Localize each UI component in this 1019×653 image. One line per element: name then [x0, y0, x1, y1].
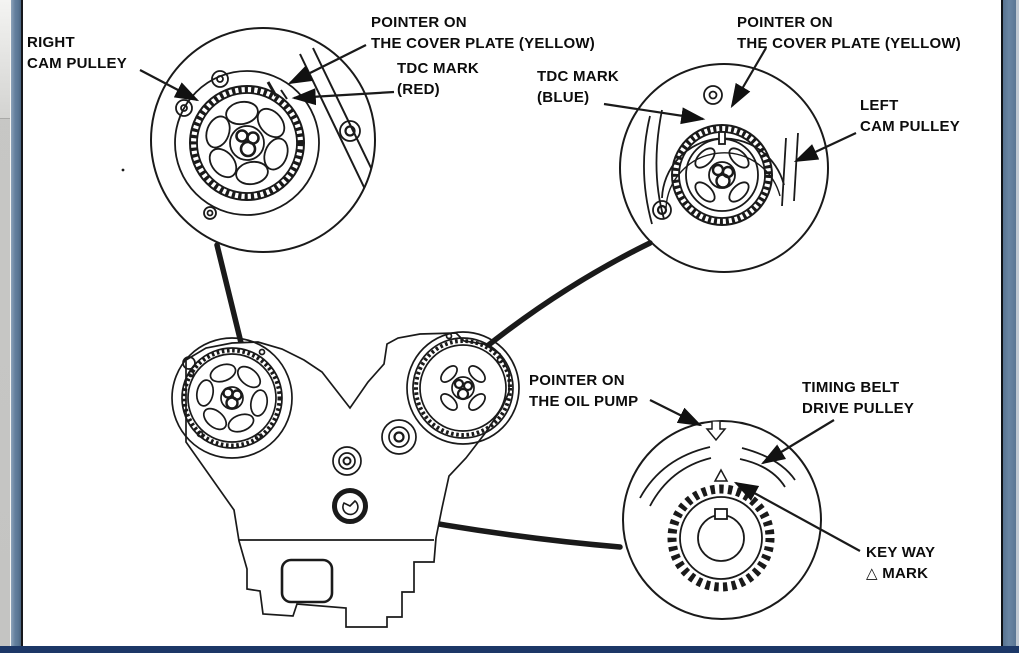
- scrollbar-thumb[interactable]: [0, 0, 10, 119]
- oil-pump-pointer-icon: [705, 421, 727, 442]
- leader-arrows: [139, 44, 861, 552]
- engine-left-cam-pulley: [406, 331, 520, 445]
- label-line: TIMING BELT: [802, 379, 900, 396]
- frame-edge-left: [21, 0, 23, 653]
- label-line: TDC MARK: [537, 68, 619, 85]
- label-tdc-mark-red: TDC MARK (RED): [397, 58, 479, 100]
- label-pointer-cover-plate-right: POINTER ON THE COVER PLATE (YELLOW): [737, 12, 961, 54]
- magnifier-left-cam-pulley: [619, 63, 829, 273]
- label-line: DRIVE PULLEY: [802, 400, 915, 417]
- label-pointer-oil-pump: POINTER ON THE OIL PUMP: [529, 370, 638, 412]
- idler-pulleys: [332, 419, 417, 476]
- label-line: (BLUE): [537, 89, 590, 106]
- label-key-way-mark: KEY WAY △ MARK: [866, 542, 935, 584]
- frame-light-edge: [1016, 0, 1019, 653]
- label-line: POINTER ON: [371, 14, 467, 31]
- cover-plate-pointer-left: [280, 89, 288, 100]
- engine-block: [121, 168, 520, 628]
- label-line: POINTER ON: [737, 14, 833, 31]
- sprocket-teeth: [667, 484, 775, 592]
- label-tdc-mark-blue: TDC MARK (BLUE): [537, 66, 619, 108]
- label-line: POINTER ON: [529, 372, 625, 389]
- label-line: TDC MARK: [397, 60, 479, 77]
- label-line: THE COVER PLATE (YELLOW): [371, 35, 596, 52]
- label-left-cam-pulley: LEFT CAM PULLEY: [860, 95, 960, 137]
- label-pointer-cover-plate-left: POINTER ON THE COVER PLATE (YELLOW): [371, 12, 595, 54]
- label-timing-belt-drive-pulley: TIMING BELT DRIVE PULLEY: [802, 377, 914, 419]
- magnifier-right-cam-pulley: [150, 27, 376, 253]
- frame-edge-right: [1001, 0, 1003, 653]
- keyway-notch: [714, 508, 728, 520]
- magnifier-drive-pulley: [622, 420, 822, 620]
- oil-pan-cylinder: [280, 558, 334, 604]
- tdc-mark-blue: [718, 131, 726, 145]
- keyway-triangle-mark: [713, 468, 729, 482]
- label-line: THE COVER PLATE (YELLOW): [737, 35, 962, 52]
- bottom-bar: [0, 646, 1019, 653]
- window-frame-left: [0, 0, 23, 653]
- label-line: CAM PULLEY: [860, 118, 960, 135]
- label-line: KEY WAY: [866, 544, 936, 561]
- label-line: LEFT: [860, 97, 899, 114]
- frame-blue-bar-left: [11, 0, 21, 653]
- label-line: THE OIL PUMP: [529, 393, 639, 410]
- frame-blue-bar-right: [1003, 0, 1016, 653]
- label-right-cam-pulley: RIGHT CAM PULLEY: [27, 32, 127, 74]
- label-line: RIGHT: [27, 34, 75, 51]
- label-line: △ MARK: [866, 565, 929, 582]
- label-line: (RED): [397, 81, 440, 98]
- tdc-mark-red: [266, 81, 278, 97]
- engine-right-cam-pulley: [171, 337, 293, 459]
- window-frame-right: [1001, 0, 1019, 653]
- label-line: CAM PULLEY: [27, 55, 127, 72]
- left-gutter: [0, 0, 11, 653]
- crank-bolt: [332, 488, 368, 524]
